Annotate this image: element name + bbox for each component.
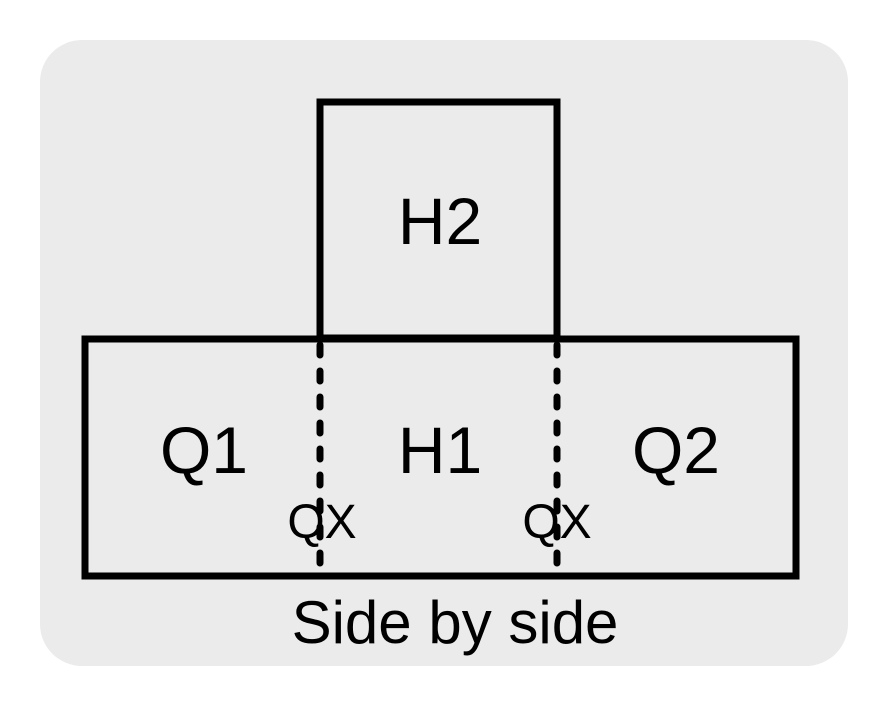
h2-label: H2 xyxy=(398,184,482,258)
right-qx-label: QX xyxy=(522,496,591,549)
h1-label: H1 xyxy=(398,413,482,487)
left-qx-label: QX xyxy=(287,496,356,549)
diagram-background xyxy=(40,40,848,666)
q1-label: Q1 xyxy=(160,413,248,487)
bottom-box xyxy=(81,335,800,580)
diagram-caption: Side by side xyxy=(292,589,619,656)
q2-label: Q2 xyxy=(632,413,720,487)
